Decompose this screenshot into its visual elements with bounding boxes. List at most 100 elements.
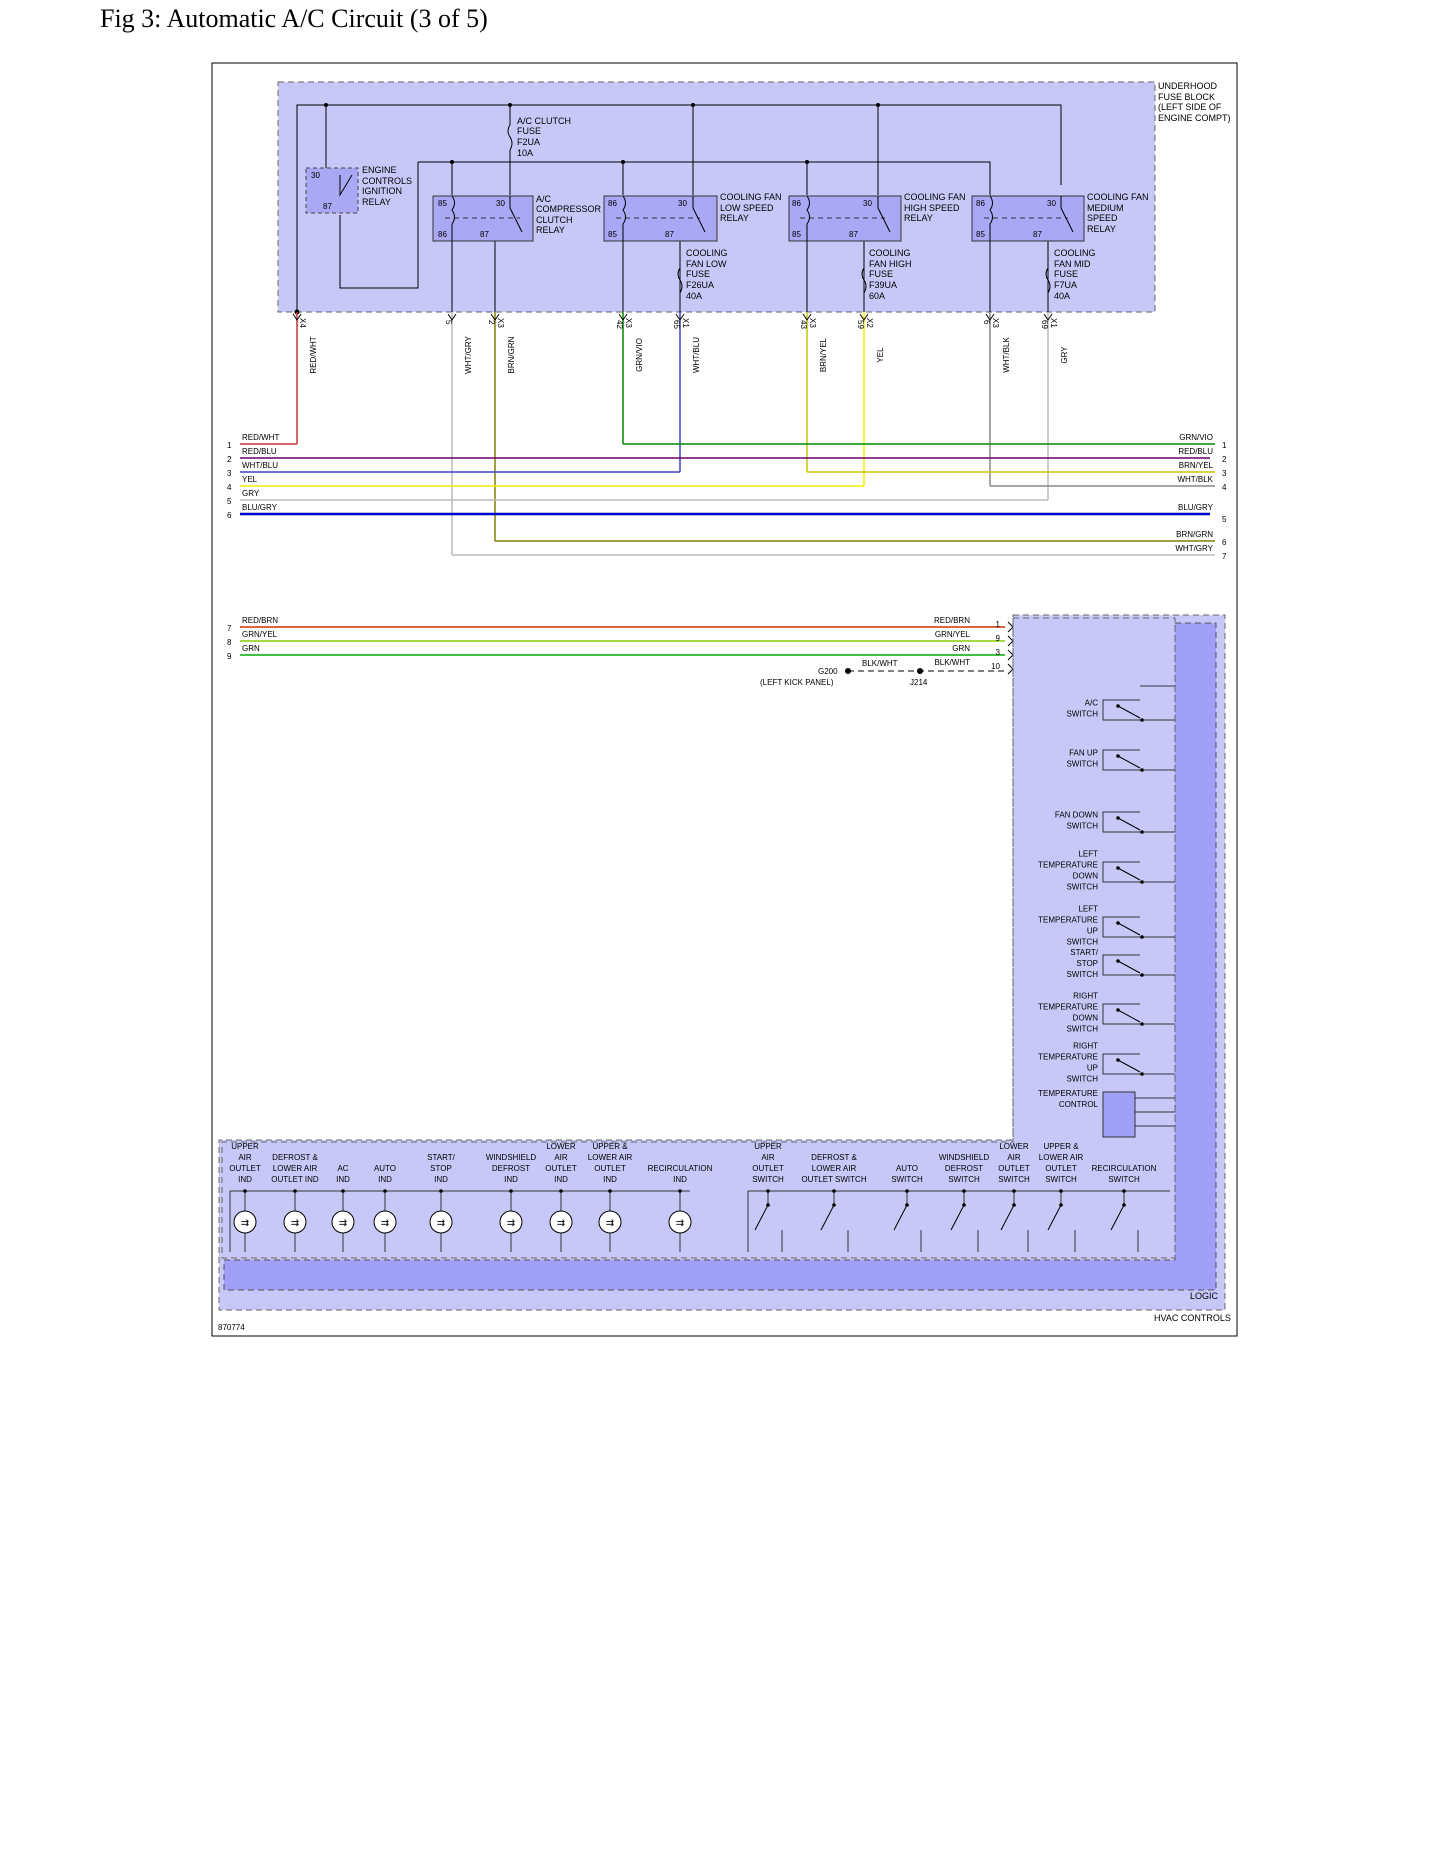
switch-contact-4 [1117, 922, 1141, 936]
svg-text:RELAY: RELAY [536, 225, 565, 235]
connector-wire-label-3: GRN/VIO [635, 338, 644, 372]
right-switch-label-4-1: TEMPERATURE [1038, 916, 1098, 925]
switch-dot-a-0 [1116, 704, 1120, 708]
ignition-relay-label-2: IGNITION [362, 186, 402, 196]
right-switch-label-1-0: FAN UP [1069, 749, 1098, 758]
indicator-node-0 [243, 1189, 247, 1193]
indicator-label-4-2: IND [434, 1175, 448, 1184]
indicator-node-6 [559, 1189, 563, 1193]
bus-right-num-6: 7 [1222, 552, 1227, 561]
bottom-switch-node-1 [832, 1189, 836, 1193]
switch-contact-6 [1117, 1009, 1141, 1023]
svg-text:F39UA: F39UA [869, 280, 897, 290]
bus2-connector-0 [1007, 621, 1014, 633]
connector-pin-1: 5 [444, 320, 453, 325]
svg-text:86: 86 [438, 230, 447, 239]
svg-text:HIGH SPEED: HIGH SPEED [904, 203, 960, 213]
bottom-switch-node-4 [1012, 1189, 1016, 1193]
ignition-relay-contact [339, 174, 353, 197]
bus2-right-label-0: RED/BRN [934, 616, 970, 625]
connector-symbol-1 [447, 313, 457, 321]
svg-text:COOLING: COOLING [686, 248, 728, 258]
connector-wire-label-0: RED/WHT [309, 336, 318, 373]
svg-text:COOLING: COOLING [869, 248, 911, 258]
indicator-led-symbol-8: ⇉ [676, 1218, 684, 1229]
ignition-relay-label-0: ENGINE [362, 165, 397, 175]
indicator-led-3 [373, 1210, 397, 1234]
indicator-label-8-0: RECIRCULATION [648, 1164, 713, 1173]
svg-text:30: 30 [863, 199, 872, 208]
ground-location: (LEFT KICK PANEL) [760, 678, 834, 687]
svg-text:FAN HIGH: FAN HIGH [869, 259, 912, 269]
bus2-right-label-3: BLK/WHT [934, 658, 970, 667]
switch-contact-7 [1117, 1059, 1141, 1073]
svg-text:LOW SPEED: LOW SPEED [720, 203, 774, 213]
indicator-led-symbol-5: ⇉ [507, 1218, 515, 1229]
connector-pin-2: 2 [487, 320, 496, 325]
connector-symbol-3 [618, 313, 628, 321]
switch-dot-a-6 [1116, 1008, 1120, 1012]
bus2-connector-1 [1007, 635, 1014, 647]
ground-name: G200 [818, 667, 838, 676]
switch-wiring-7 [1102, 1053, 1175, 1075]
bottom-switch-label-0-2: OUTLET [752, 1164, 784, 1173]
right-switch-label-6-0: RIGHT [1073, 992, 1098, 1001]
switch-contact-3 [1117, 867, 1141, 881]
indicator-led-2 [331, 1210, 355, 1234]
right-switch-label-7-3: SWITCH [1066, 1075, 1098, 1084]
svg-text:FAN LOW: FAN LOW [686, 259, 727, 269]
ac-clutch-fuse-symbol [507, 124, 513, 151]
bottom-switch-label-1-2: OUTLET SWITCH [801, 1175, 866, 1184]
indicator-label-0-0: UPPER [231, 1142, 259, 1151]
bus-right-num-3: 4 [1222, 483, 1227, 492]
connector-id-2: X3 [496, 318, 505, 328]
svg-text:30: 30 [1047, 199, 1056, 208]
svg-text:MEDIUM: MEDIUM [1087, 203, 1124, 213]
bottom-switch-dot-5 [1059, 1203, 1063, 1207]
svg-text:85: 85 [792, 230, 801, 239]
connector-symbol-2 [490, 313, 500, 321]
fuse-block-label-3: ENGINE COMPT) [1158, 113, 1231, 123]
indicator-node-1 [293, 1189, 297, 1193]
right-switch-label-5-0: START/ [1070, 948, 1098, 957]
switch-wiring-2 [1102, 811, 1175, 833]
svg-text:RELAY: RELAY [1087, 224, 1116, 234]
svg-text:COMPRESSOR: COMPRESSOR [536, 204, 602, 214]
ground-wire-label: BLK/WHT [862, 659, 898, 668]
connector-wire-label-4: WHT/BLU [692, 337, 701, 373]
switch-dot-a-4 [1116, 921, 1120, 925]
bottom-switch-label-5-0: UPPER & [1043, 1142, 1079, 1151]
svg-text:RELAY: RELAY [904, 213, 933, 223]
switch-dot-a-7 [1116, 1058, 1120, 1062]
svg-text:COOLING FAN: COOLING FAN [1087, 192, 1149, 202]
switch-dot-a-2 [1116, 816, 1120, 820]
bus2-right-num-1: 9 [996, 634, 1001, 643]
bottom-switch-label-5-2: OUTLET [1045, 1164, 1077, 1173]
indicator-label-7-0: UPPER & [592, 1142, 628, 1151]
bus-right-num-4: 5 [1222, 515, 1227, 524]
svg-text:FUSE: FUSE [686, 269, 710, 279]
indicator-led-7 [598, 1210, 622, 1234]
bottom-switch-label-4-2: OUTLET [998, 1164, 1030, 1173]
indicator-led-8 [668, 1210, 692, 1234]
bottom-switch-contact-1 [820, 1204, 835, 1231]
bottom-switch-label-4-0: LOWER [999, 1142, 1029, 1151]
indicator-led-symbol-1: ⇉ [291, 1218, 299, 1229]
svg-text:A/C: A/C [536, 194, 552, 204]
bus-left-label-1: RED/BLU [242, 447, 277, 456]
bus2-connector-2 [1007, 649, 1014, 661]
cooling-fan-medium-speed-relay: 86 30 85 87 COOLING FAN MEDIUM SPEED REL… [971, 192, 1149, 301]
svg-text:COOLING: COOLING [1054, 248, 1096, 258]
indicator-label-6-0: LOWER [546, 1142, 576, 1151]
indicator-label-5-0: WINDSHIELD [486, 1153, 536, 1162]
bottom-switch-dot-4 [1012, 1203, 1016, 1207]
svg-text:87: 87 [480, 230, 489, 239]
bus2-left-num-1: 8 [227, 638, 232, 647]
temperature-control-block [1102, 1091, 1136, 1138]
bottom-switch-dot-6 [1122, 1203, 1126, 1207]
svg-text:85: 85 [976, 230, 985, 239]
hvac-inner-panel [221, 617, 1176, 1259]
connector-symbol-0 [292, 313, 302, 321]
switch-wiring-6 [1102, 1003, 1175, 1025]
